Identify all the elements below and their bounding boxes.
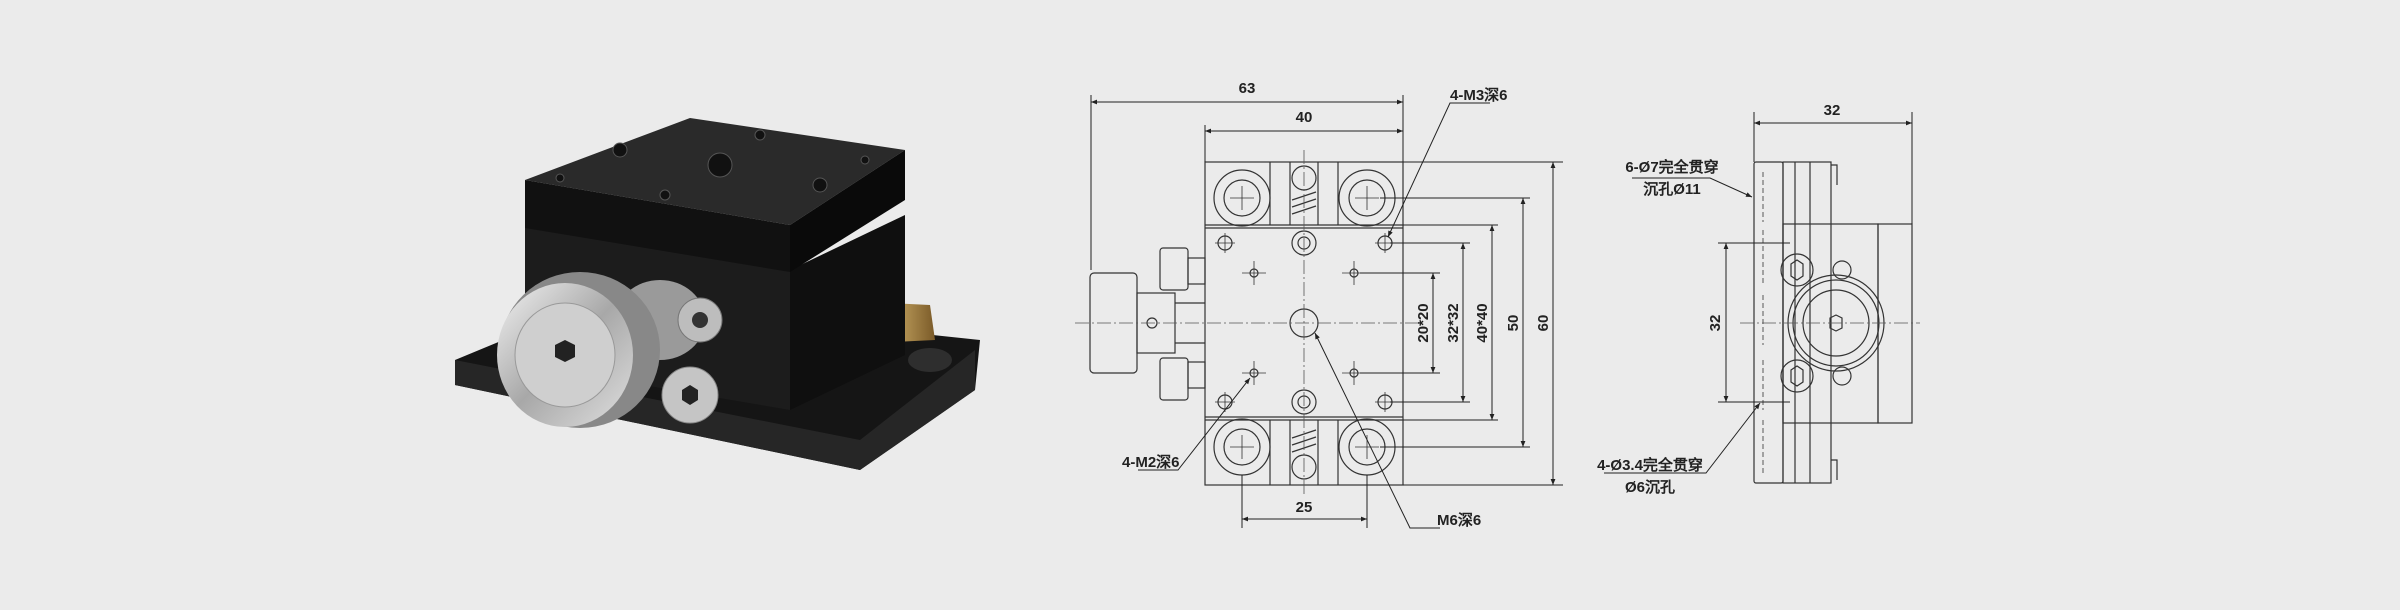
callout-bottom-line2: Ø6沉孔: [1625, 478, 1675, 496]
dim-side-hole-spacing: 32: [1707, 315, 1724, 332]
dim-pattern-40: 40*40: [1474, 303, 1491, 342]
side-view-drawing: 32 32 6-Ø7完全贯穿 沉孔Ø11 4-Ø3.4完全贯穿 Ø6沉孔: [1597, 102, 1920, 496]
dim-pattern-20: 20*20: [1415, 303, 1432, 342]
dim-pattern-32: 32*32: [1445, 303, 1462, 342]
dim-body-width: 40: [1296, 109, 1313, 126]
callout-m2: 4-M2深6: [1122, 453, 1180, 471]
dim-hole-spacing-x: 25: [1296, 499, 1313, 516]
callout-m6: M6深6: [1437, 511, 1481, 529]
callout-bottom-line1: 4-Ø3.4完全贯穿: [1597, 456, 1703, 474]
front-view-drawing: 63 40 25 20*20 32*32 40*40 50 60 4-M3深6 …: [1075, 80, 1563, 529]
product-photo: [455, 118, 980, 470]
dim-height-50: 50: [1505, 315, 1522, 332]
callout-top-line2: 沉孔Ø11: [1643, 180, 1701, 198]
dim-height-60: 60: [1535, 315, 1552, 332]
dim-overall-width: 63: [1239, 80, 1256, 97]
dim-side-width: 32: [1824, 102, 1841, 119]
callout-top-line1: 6-Ø7完全贯穿: [1625, 158, 1718, 176]
callout-m3: 4-M3深6: [1450, 86, 1508, 104]
